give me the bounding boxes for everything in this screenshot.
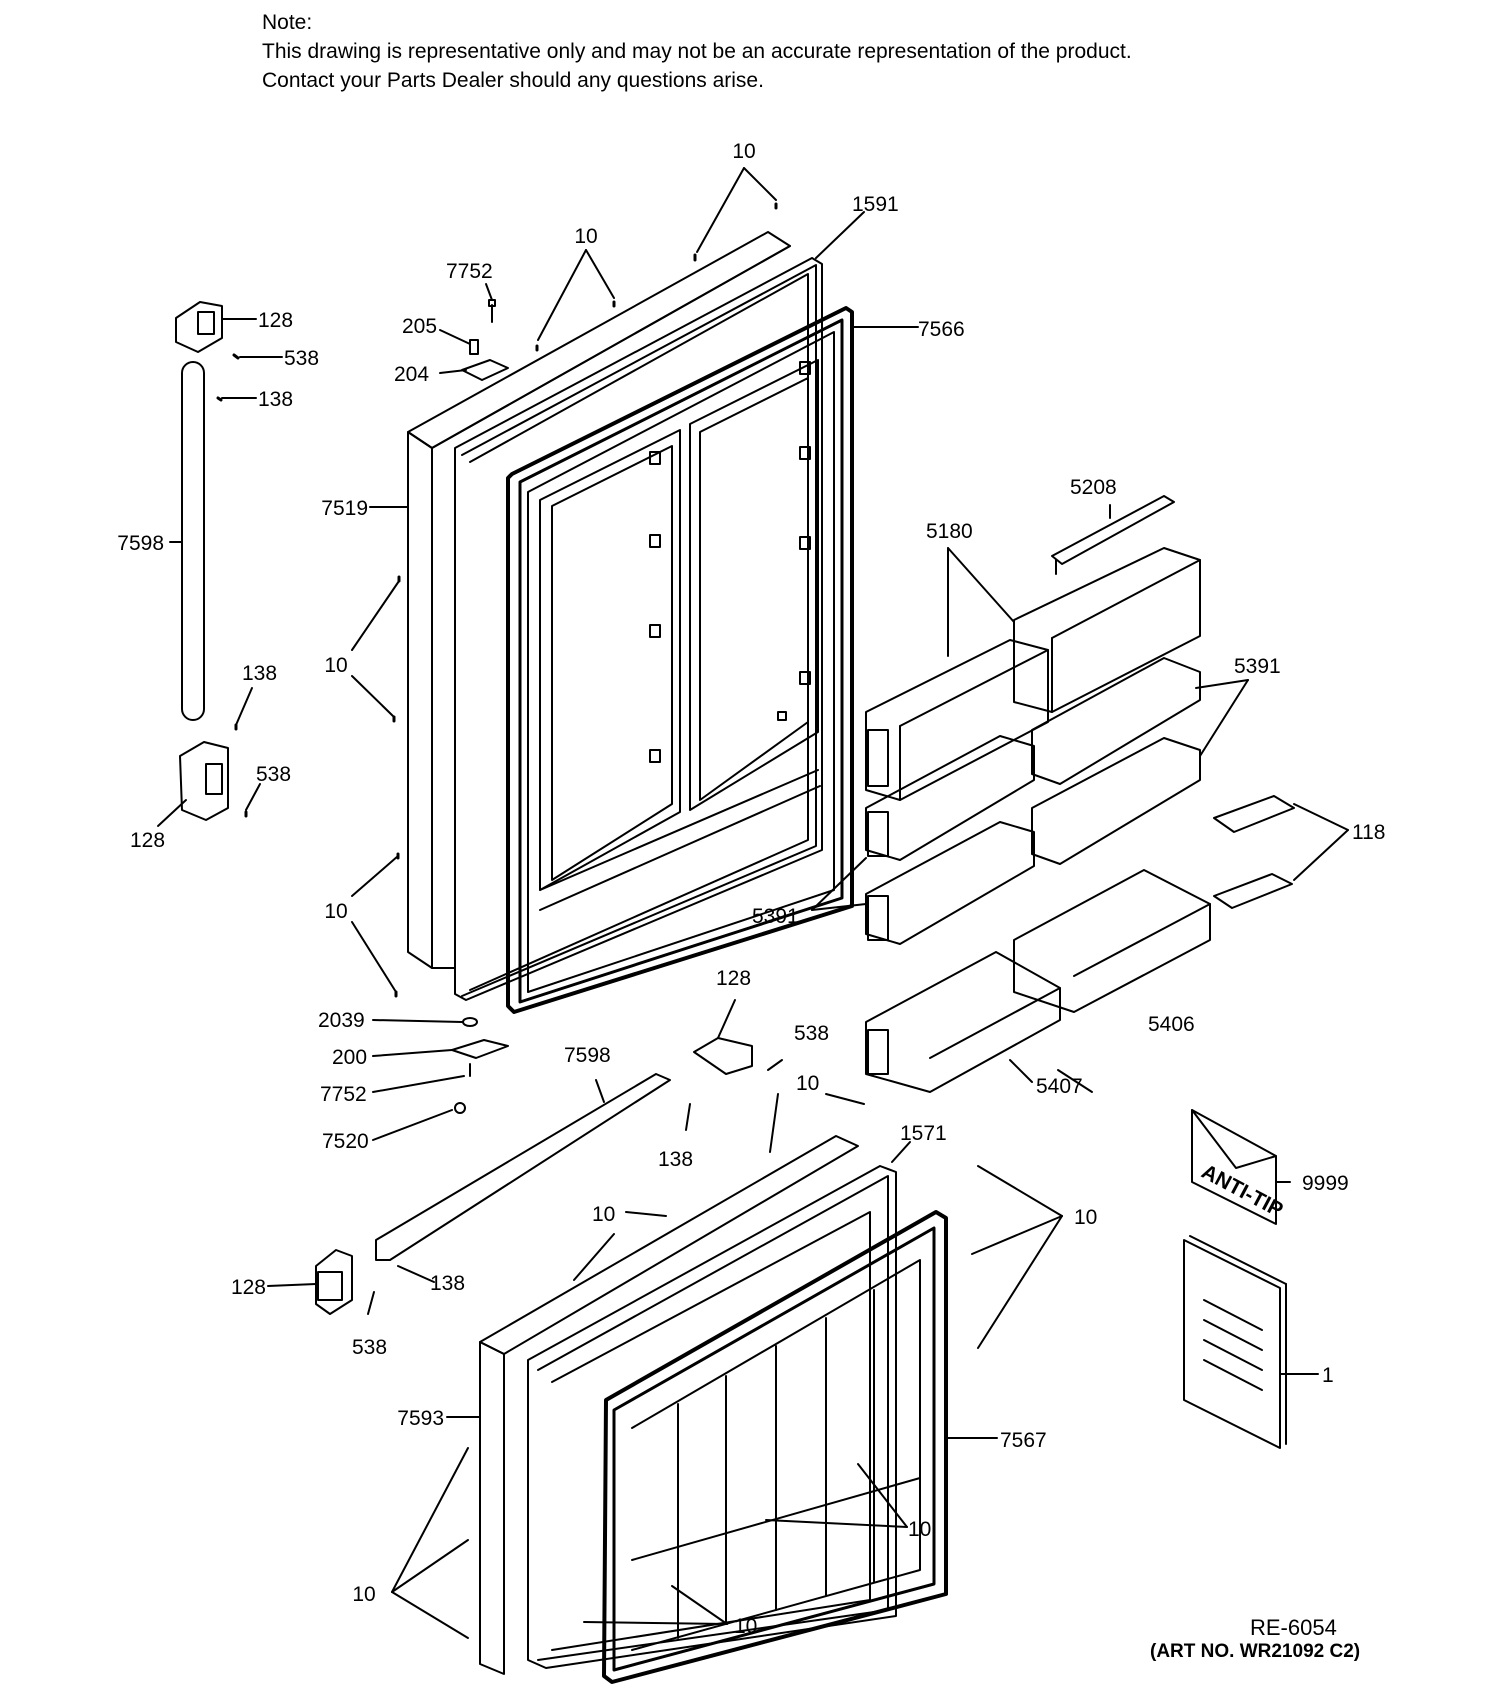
callout-5391: 5391 — [752, 905, 799, 928]
callout-10: 10 — [324, 654, 347, 677]
callout-10: 10 — [592, 1203, 615, 1226]
callout-5208: 5208 — [1070, 476, 1117, 499]
callout-200: 200 — [332, 1046, 367, 1069]
callout-9999: 9999 — [1302, 1172, 1349, 1195]
note-line-1: This drawing is representative only and … — [262, 40, 1132, 63]
lower-door-panel — [479, 1135, 948, 1684]
top-hinge — [461, 299, 509, 381]
callout-10: 10 — [1074, 1206, 1097, 1229]
callout-10: 10 — [734, 1615, 757, 1638]
callout-538: 538 — [284, 347, 319, 370]
callout-204: 204 — [394, 363, 429, 386]
note-heading: Note: — [262, 11, 313, 34]
callout-538: 538 — [352, 1336, 387, 1359]
callout-5391: 5391 — [1234, 655, 1281, 678]
upper-handle — [175, 301, 229, 821]
callout-128: 128 — [716, 967, 751, 990]
callout-138: 138 — [430, 1272, 465, 1295]
screws — [216, 202, 778, 998]
lower-handle — [315, 1037, 753, 1315]
upper-door-liner — [454, 257, 854, 1014]
callout-138: 138 — [242, 662, 277, 685]
callout-7752: 7752 — [446, 260, 493, 283]
callout-1571: 1571 — [900, 1122, 947, 1145]
callout-10: 10 — [574, 225, 597, 248]
callout-7567: 7567 — [1000, 1429, 1047, 1452]
door-bins — [865, 495, 1295, 1093]
callout-10: 10 — [324, 900, 347, 923]
callout-5180: 5180 — [926, 520, 973, 543]
leader-lines — [157, 167, 1349, 1639]
callout-5406: 5406 — [1148, 1013, 1195, 1036]
callout-128: 128 — [258, 309, 293, 332]
callout-1: 1 — [1322, 1364, 1334, 1387]
callout-7598: 7598 — [117, 532, 164, 555]
callout-538: 538 — [256, 763, 291, 786]
callout-128: 128 — [130, 829, 165, 852]
callout-7566: 7566 — [918, 318, 965, 341]
callout-128: 128 — [231, 1276, 266, 1299]
callout-7520: 7520 — [322, 1130, 369, 1153]
art-number: (ART NO. WR21092 C2) — [1150, 1641, 1361, 1662]
reference-code: RE-6054 — [1250, 1615, 1337, 1640]
callout-205: 205 — [402, 315, 437, 338]
disclaimer-note: Note: This drawing is representative onl… — [262, 8, 1132, 95]
callout-7519: 7519 — [321, 497, 368, 520]
callout-10: 10 — [908, 1518, 931, 1541]
callout-7593: 7593 — [397, 1407, 444, 1430]
callout-138: 138 — [258, 388, 293, 411]
callout-118: 118 — [1352, 821, 1385, 844]
callout-2039: 2039 — [318, 1009, 365, 1032]
callout-10: 10 — [796, 1072, 819, 1095]
misc-parts — [451, 1017, 1287, 1449]
callout-1591: 1591 — [852, 193, 899, 216]
callout-labels: 10 1591 10 7752 205 204 7566 128 538 138… — [117, 140, 1385, 1638]
upper-door-panel — [407, 231, 791, 969]
callout-10: 10 — [732, 140, 755, 163]
callout-7752: 7752 — [320, 1083, 367, 1106]
callout-10: 10 — [352, 1583, 375, 1606]
callout-138: 138 — [658, 1148, 693, 1171]
note-line-2: Contact your Parts Dealer should any que… — [262, 69, 764, 92]
callout-538: 538 — [794, 1022, 829, 1045]
callout-5407: 5407 — [1036, 1075, 1083, 1098]
callout-7598: 7598 — [564, 1044, 611, 1067]
